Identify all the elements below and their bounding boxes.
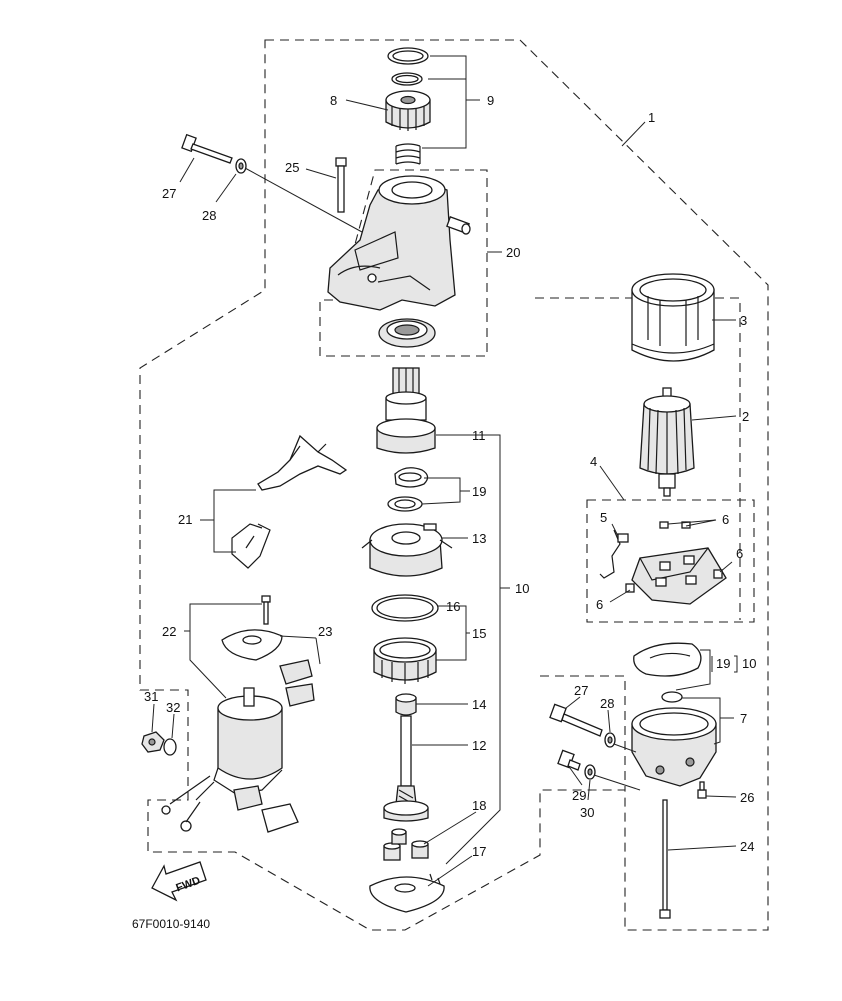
- callout-12: 12: [472, 738, 486, 753]
- callout-6b: 6: [736, 546, 743, 561]
- clip-9: [391, 72, 423, 86]
- bolt-27-right: [549, 703, 603, 737]
- bolt-29: [557, 749, 581, 771]
- boot-cover: [233, 785, 299, 833]
- bolt-27: [181, 133, 233, 164]
- pinion-gear-8: [385, 90, 431, 131]
- callout-21: 21: [178, 512, 192, 527]
- callout-3: 3: [740, 313, 747, 328]
- callout-2: 2: [742, 409, 749, 424]
- plate-17: [369, 873, 445, 913]
- armature-2: [639, 387, 695, 497]
- screw-26: [697, 781, 707, 799]
- bracket-19-10: [711, 655, 738, 673]
- snap-ring-19: [394, 467, 429, 488]
- callout-5: 5: [600, 510, 607, 525]
- assembly-outline-1: [139, 39, 769, 931]
- callout-30: 30: [580, 805, 594, 820]
- rear-cover-7: [631, 707, 717, 787]
- callout-numbers: 1 2 3 4 5 6 6 6 7 8 9 10 10 11 12 13 14 …: [144, 93, 756, 859]
- callout-27b: 27: [574, 683, 588, 698]
- callout-4: 4: [590, 454, 597, 469]
- lever-21: [257, 434, 348, 491]
- fwd-arrow-icon: FWD: [151, 861, 207, 902]
- ring-16: [371, 594, 439, 622]
- yoke-stator-3: [631, 273, 715, 362]
- callout-13: 13: [472, 531, 486, 546]
- callout-18: 18: [472, 798, 486, 813]
- planet-gears-18: [383, 828, 429, 861]
- long-bolt-25: [335, 157, 347, 213]
- starter-motor-22: [161, 687, 283, 832]
- spring-9: [395, 143, 421, 165]
- stop-ring-9: [387, 47, 429, 65]
- callout-25: 25: [285, 160, 299, 175]
- callout-20: 20: [506, 245, 520, 260]
- bearing: [378, 318, 436, 348]
- diagram-code: 67F0010-9140: [132, 917, 210, 931]
- plate-22: [221, 629, 283, 661]
- callout-6a: 6: [722, 512, 729, 527]
- callout-26: 26: [740, 790, 754, 805]
- gear-housing-13: [361, 523, 453, 577]
- spring-wire-21: [231, 523, 271, 569]
- brush-plate-19: [633, 642, 702, 677]
- callout-31: 31: [144, 689, 158, 704]
- front-bracket-housing-20: [327, 175, 471, 311]
- callout-15: 15: [472, 626, 486, 641]
- through-bolt-24: [659, 799, 671, 919]
- planet-shaft-12: [383, 715, 429, 822]
- callout-17: 17: [472, 844, 486, 859]
- callout-16: 16: [446, 599, 460, 614]
- callout-28b: 28: [600, 696, 614, 711]
- clutch-assembly-11: [376, 367, 436, 454]
- callout-8: 8: [330, 93, 337, 108]
- washer-30: [584, 764, 596, 780]
- callout-29: 29: [572, 788, 586, 803]
- callout-11: 11: [472, 428, 486, 443]
- callout-19b: 19: [716, 656, 730, 671]
- callout-32: 32: [166, 700, 180, 715]
- group-outline-10: [535, 297, 741, 620]
- bushing-14: [395, 693, 417, 716]
- callout-6c: 6: [596, 597, 603, 612]
- callout-14: 14: [472, 697, 486, 712]
- rubber-grommet-23: [279, 659, 315, 707]
- washer-28-right: [604, 732, 616, 748]
- callout-19a: 19: [472, 484, 486, 499]
- callout-27a: 27: [162, 186, 176, 201]
- callout-23: 23: [318, 624, 332, 639]
- callout-22: 22: [162, 624, 176, 639]
- callout-1: 1: [648, 110, 655, 125]
- group-outline-4: [586, 499, 755, 623]
- nut-31: [141, 731, 165, 753]
- washer-28: [235, 158, 247, 174]
- callout-24: 24: [740, 839, 754, 854]
- washer-32: [163, 738, 177, 756]
- callout-28a: 28: [202, 208, 216, 223]
- washer-19: [387, 496, 423, 512]
- callout-9: 9: [487, 93, 494, 108]
- callout-10a: 10: [515, 581, 529, 596]
- bolt-22: [261, 595, 271, 625]
- internal-gear-15: [373, 637, 437, 684]
- o-ring-7: [661, 691, 683, 703]
- callout-7: 7: [740, 711, 747, 726]
- leader-lines: [151, 55, 737, 887]
- brush-holder-4: [631, 547, 727, 605]
- callout-10b: 10: [742, 656, 756, 671]
- brush-lead-5: [599, 529, 629, 579]
